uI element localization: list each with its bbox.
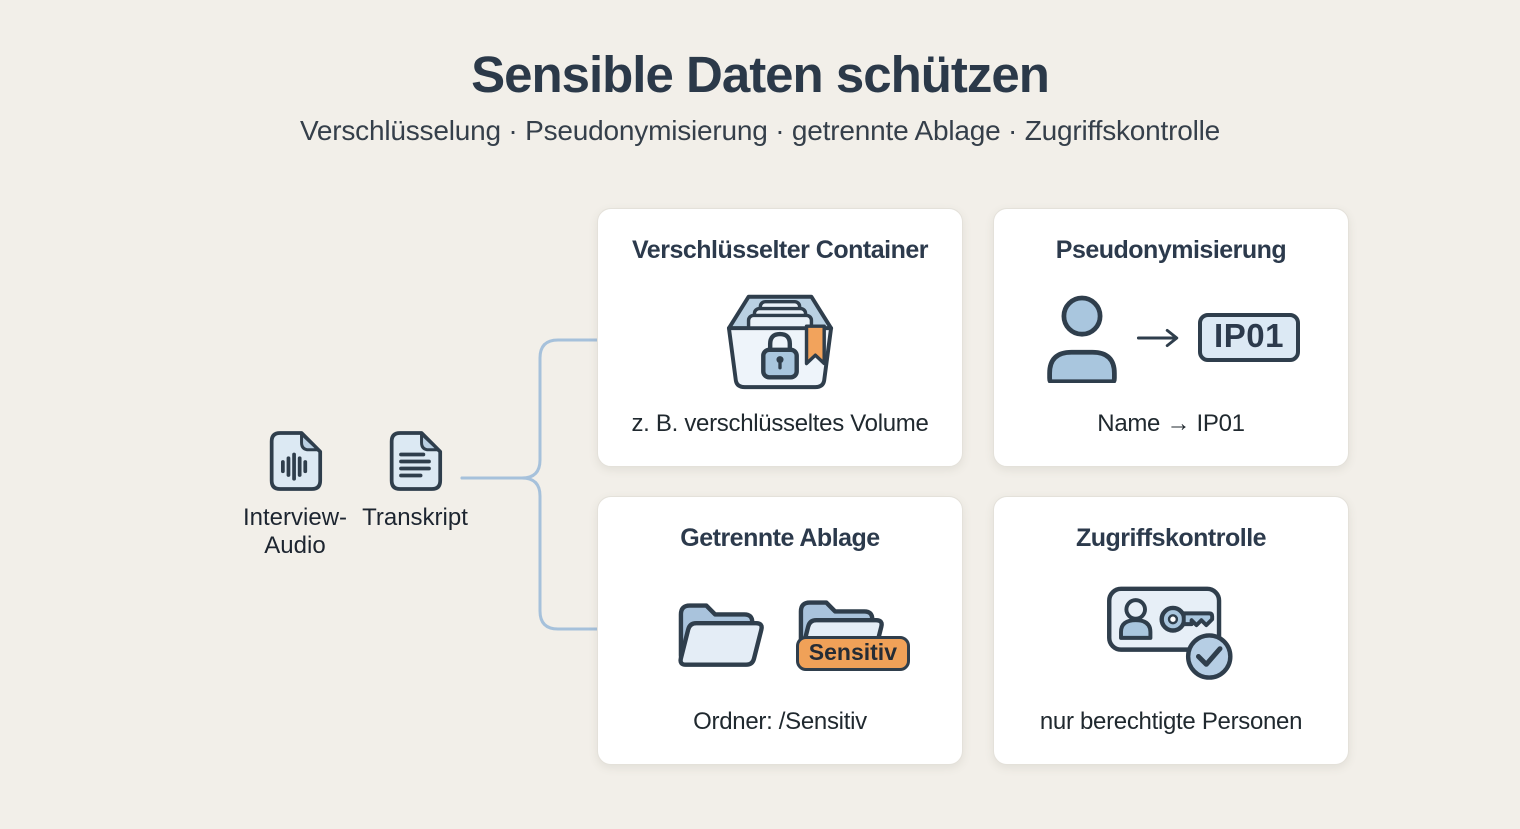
page-subtitle: Verschlüsselung · Pseudonymisierung · ge… (299, 114, 1221, 146)
card-caption-pseudonymization: Name → IP01 (1097, 410, 1245, 437)
source-transcript: Transkript (352, 430, 478, 532)
source-interview-audio: Interview- Audio (238, 430, 352, 560)
locked-archive-box-icon (726, 294, 834, 389)
person-icon (1047, 295, 1117, 383)
card-title-separate-storage: Getrennte Ablage (680, 524, 880, 552)
header: Sensible Daten schützen Verschlüsselung … (0, 46, 1520, 147)
sensitive-folder: Sensitiv (792, 586, 910, 675)
two-folders-icon: Sensitiv (672, 586, 910, 675)
card-separate-storage: Getrennte Ablage Sensitiv Ordner: /Sensi… (597, 496, 963, 765)
sensitive-label-badge: Sensitiv (795, 636, 910, 671)
text-document-icon (389, 431, 443, 491)
card-pseudonymization: Pseudonymisierung IP01 Name → IP01 (993, 208, 1349, 467)
card-caption-encrypted-container: z. B. verschlüsseltes Volume (631, 410, 929, 437)
card-encrypted-container: Verschlüsselter Container z. B. verschlü… (597, 208, 963, 467)
card-title-encrypted-container: Verschlüsselter Container (632, 236, 928, 264)
card-caption-access-control: nur berechtigte Personen (1039, 708, 1303, 735)
card-title-pseudonymization: Pseudonymisierung (1055, 236, 1287, 264)
source-label-transcript: Transkript (362, 504, 468, 531)
source-label-interview-audio: Interview- Audio (242, 504, 348, 559)
person-to-code-icon: IP01 (1042, 293, 1300, 383)
card-caption-separate-storage: Ordner: /Sensitiv (693, 708, 867, 735)
page-title: Sensible Daten schützen (471, 46, 1050, 103)
card-title-access-control: Zugriffskontrolle (1075, 524, 1267, 552)
arrow-right-icon (1137, 328, 1179, 347)
id-card-key-check-icon (1107, 586, 1233, 680)
pseudonym-code-badge: IP01 (1198, 313, 1300, 362)
folder-icon (678, 602, 764, 667)
card-access-control: Zugriffskontrolle nur berechtigte Person… (993, 496, 1349, 765)
audio-document-icon (269, 431, 323, 491)
